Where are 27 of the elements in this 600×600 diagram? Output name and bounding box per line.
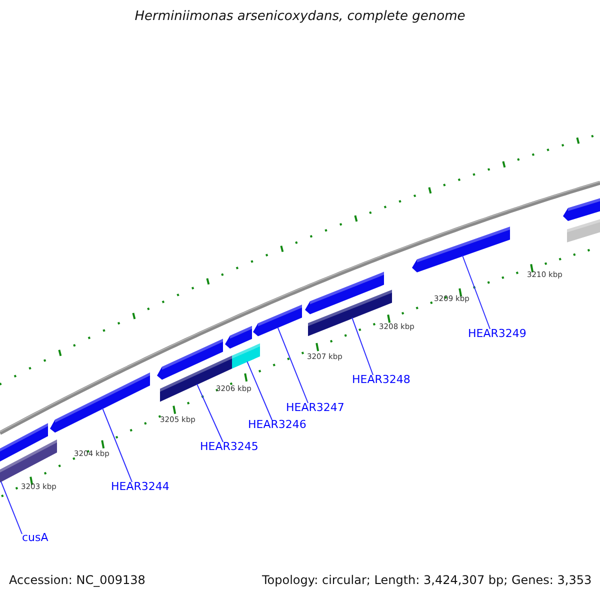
footer-text: Accession: NC_009138 bbox=[9, 574, 146, 588]
gene-bar bbox=[232, 343, 260, 369]
gene-bar bbox=[253, 304, 302, 336]
gene-label: HEAR3247 bbox=[286, 402, 344, 415]
gene-label: HEAR3246 bbox=[248, 419, 306, 432]
gene-bar bbox=[225, 326, 252, 349]
gene-label: HEAR3249 bbox=[468, 328, 526, 341]
gene-label: HEAR3244 bbox=[111, 481, 170, 494]
gene-bar bbox=[412, 226, 510, 272]
gene-bar bbox=[157, 338, 223, 380]
gene-bar bbox=[0, 423, 48, 462]
gene-label: HEAR3245 bbox=[200, 441, 258, 454]
gene-bar bbox=[50, 372, 150, 433]
footer-text: Topology: circular; Length: 3,424,307 bp; Genes: 3,353 bbox=[262, 574, 592, 588]
gene-label: HEAR3248 bbox=[352, 374, 410, 387]
leader-line bbox=[462, 255, 490, 330]
leader-line bbox=[102, 408, 132, 482]
leader-line bbox=[277, 326, 308, 404]
leader-line bbox=[0, 481, 22, 534]
gene-label: cusA bbox=[22, 532, 48, 545]
title: Herminiimonas arsenicoxydans, complete genome bbox=[134, 10, 466, 25]
leader-line bbox=[246, 361, 272, 420]
gene-bar bbox=[563, 198, 600, 221]
gene-bar bbox=[0, 440, 57, 482]
gene-bar bbox=[567, 219, 600, 242]
gene-bar bbox=[305, 272, 384, 314]
leader-line bbox=[196, 384, 224, 442]
